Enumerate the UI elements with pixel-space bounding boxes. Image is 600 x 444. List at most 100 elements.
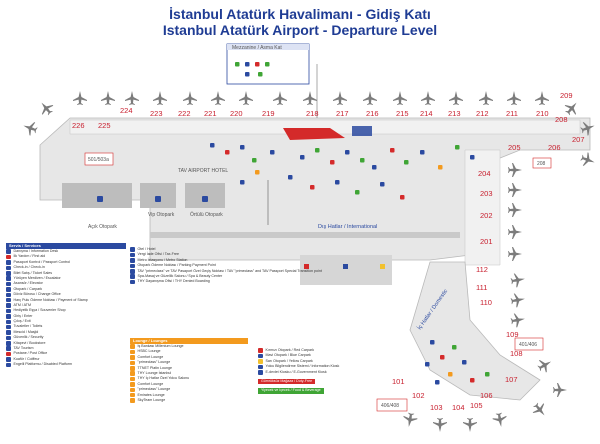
lounges-legend: Lounge / Lounges İş Bankası Millenium Lo… [130,338,248,403]
legend-label: Vergi İade Ofisi / Tax-Free [137,252,179,257]
page-title-en: Istanbul Atatürk Airport - Departure Lev… [162,22,438,38]
gate-224: 224 [120,106,133,115]
poi-icon [404,160,409,165]
gate-213: 213 [448,109,461,118]
poi-icon [330,160,335,165]
gate-215: 215 [396,109,409,118]
legend-label: Check-in / Check-in [13,265,45,270]
legend-row: Engelli Platformu / Disabled Platform [6,362,126,368]
gate-222: 222 [178,109,191,118]
legend-icon [258,353,263,359]
dutyfree-legend-label: Gümrüksüz Mağaza / Duty-Free [258,378,316,385]
hotel-label: TAV AIRPORT HOTEL [178,168,228,174]
info-box [532,157,552,169]
legend-label: Otopark Ödeme Noktası / Parking Payment … [137,263,216,268]
airplane-icon [239,91,253,105]
poi-icon [345,150,350,155]
poi-icon [258,72,263,77]
mezzanine-header [227,44,309,50]
legend-label: Emirates Lounge [137,392,165,397]
legend-icon [130,387,135,393]
legend-row: THY Lounge İstanbul [130,371,248,376]
info-box [376,398,408,412]
poi-icon [425,362,430,367]
legend-label: Kuaför / Coiffeur [13,356,40,361]
legend-label: Metro İstasyonu / Metro Station [137,257,188,262]
dutyfree-area [283,128,345,140]
legend-row: Check-in / Check-in [6,265,126,271]
legend-row: Harç Pulu Ödeme Noktası / Payment of Sta… [6,298,126,303]
airplane-icon [183,91,197,105]
parking-icon [202,196,208,202]
poi-icon [390,148,395,153]
airplane-icon [41,102,54,116]
legend-row: TAV "primeclass" ve TAV Pasaport Özel Ge… [130,269,322,274]
airplane-icon [433,418,447,432]
legend-row: Döviz Bürosu / Change Office [6,292,126,298]
airplane-icon [73,91,87,105]
legend-row: "primeclass" Lounge [130,387,248,393]
legend-row: Otel / Hotel [130,247,248,252]
legend-icon [258,364,263,370]
legend-label: Giriş / Enter [13,313,33,318]
legend-row: Pasaport Kontrol / Passport Control [6,260,126,265]
legend-icon [6,330,11,335]
food-legend-label: Yiyecek ve İçecek / Food & Beverage [258,388,324,394]
gate-103: 103 [430,403,443,412]
airplane-icon [508,247,522,261]
vip-carpark-label: Vip Otopark [148,212,175,218]
legend-label: Güvenlik / Security [13,335,44,340]
legend-label: Sarı Otopark / Yellow Carpark [265,358,313,363]
legend-icon [6,271,11,276]
poi-icon [372,165,377,170]
parking-icon [97,196,103,202]
legend-label: Bilet Satış / Ticket Sales [13,270,53,275]
legend-row: Kuaför / Coiffeur [6,357,126,362]
airplane-icon [303,91,317,105]
legend-row: Yolcu Bilgilendirme Sistemi / Informatio… [258,364,370,370]
gate-212: 212 [476,109,489,118]
legend-label: TAV Tourism [13,346,34,351]
covered-carpark [185,183,225,208]
poi-icon [355,190,360,195]
poi-icon [430,340,435,345]
info-box [84,152,114,166]
legend-row: Spa-Masaj ve Güzellik Salonu / Spa & Bea… [130,274,248,279]
airplane-icon [153,91,167,105]
gate-108: 108 [510,349,523,358]
legend-row: Vergi İade Ofisi / Tax-Free [130,252,248,258]
airplane-icon [535,91,549,105]
poi-icon [240,145,245,150]
poi-icon [400,195,405,200]
legend-label: "primeclass" Lounge [137,360,171,365]
airplane-icon [463,418,477,432]
gate-104: 104 [452,403,465,412]
legend-label: TTNET Platin Lounge [137,365,173,370]
gate-110: 110 [480,298,492,307]
legend-row: Emirates Lounge [130,393,248,398]
legend-label: THY Lounge İstanbul [137,370,172,375]
legend-row: THY Dayanışma Ofisi / THY Denied Boardin… [130,279,248,285]
legend-icon [130,376,135,382]
poi-icon [360,158,365,163]
legend-icon [6,362,11,368]
legend-label: Comfort Lounge [137,354,164,359]
gate-205: 205 [508,143,521,152]
airplane-icon [564,102,577,116]
legend-row: Comfort Lounge [130,355,248,360]
legend-label: Kırmızı Otopark / Red Carpark [265,348,315,352]
legend-row: Hediyelik Eşya / Souvenier Shop [6,308,126,314]
gate-206: 206 [548,143,561,152]
legend-label: Yürüyen Merdiven / Escalator [13,275,61,280]
legend-row: Güvenlik / Security [6,335,126,341]
legend-label: Çıkış / Exit [13,319,31,324]
poi-icon [300,155,305,160]
legend-icon [130,382,135,387]
poi-icon [288,175,293,180]
legend-icon [130,252,135,258]
legend-icon [6,276,11,281]
airplane-icon [333,91,347,105]
food-legend-row: Yiyecek ve İçecek / Food & Beverage [258,388,370,394]
gate-221: 221 [204,109,217,118]
poi-icon [315,148,320,153]
